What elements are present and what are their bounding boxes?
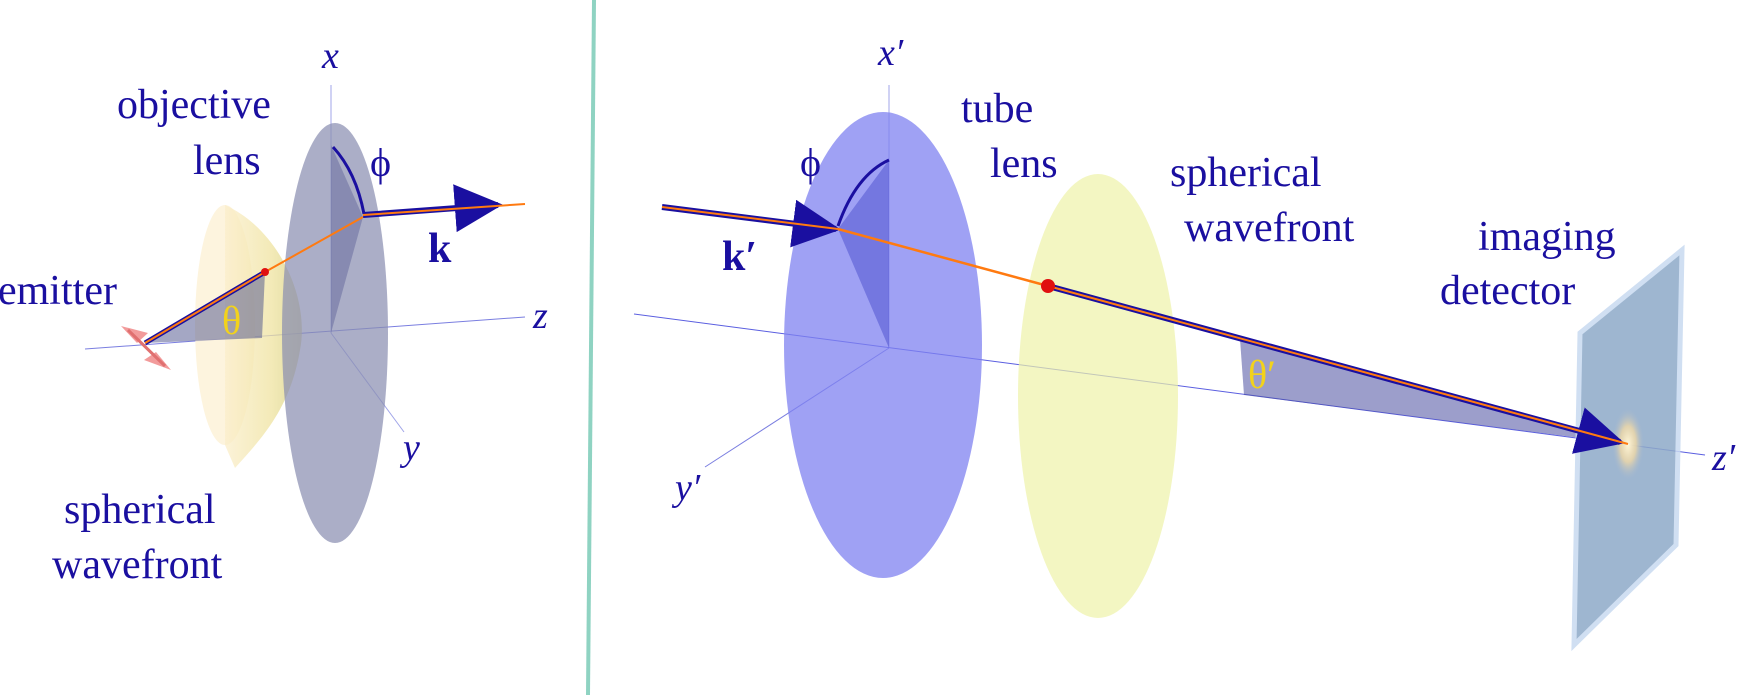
left-ray-mid <box>264 216 364 273</box>
left-phi-cone <box>331 145 363 333</box>
right-phi-arc <box>836 158 890 227</box>
right-phi-cone <box>838 160 889 348</box>
left-ray-k-core <box>362 203 526 216</box>
right-axis-y-label: y′ <box>671 467 701 509</box>
objective-lens-label-2: lens <box>193 138 261 184</box>
detector-label-2: detector <box>1440 268 1575 314</box>
right-wavefront-label-1: spherical <box>1170 150 1322 196</box>
panel-divider <box>586 0 596 695</box>
emitter-label: emitter <box>0 268 117 314</box>
left-k-label: k <box>428 226 452 272</box>
right-axis-x-label: x′ <box>877 32 904 74</box>
right-theta-label: θ′ <box>1248 352 1276 397</box>
imaging-detector <box>1571 244 1685 652</box>
objective-lens-disc <box>282 123 388 543</box>
left-axis-y-label: y <box>399 427 420 469</box>
right-ray-out-core <box>1047 285 1629 445</box>
objective-lens-label-1: objective <box>117 82 271 128</box>
emitter-dipole <box>121 326 171 370</box>
left-wavefront-label-2: wavefront <box>52 542 223 588</box>
left-ray-inner-core <box>144 271 266 344</box>
tube-lens-label-1: tube <box>961 86 1033 132</box>
right-ray-mid <box>837 227 1049 288</box>
right-axis-z-label: z′ <box>1711 437 1736 479</box>
left-phi-arc <box>331 145 366 215</box>
left-ray-point <box>261 268 269 276</box>
left-theta-label: θ <box>222 298 241 343</box>
detector-label-1: imaging <box>1478 214 1616 260</box>
right-phi-label: ϕ <box>800 140 821 185</box>
right-spherical-wavefront <box>1018 174 1178 618</box>
left-axis-x-label: x <box>321 35 339 77</box>
left-phi-label: ϕ <box>370 140 391 185</box>
right-wavefront-label-2: wavefront <box>1184 205 1355 251</box>
left-wavefront-label-1: spherical <box>64 487 216 533</box>
right-ray-point <box>1041 279 1055 293</box>
right-panel: x′ z′ y′ tube lens spherical wavefront i… <box>633 32 1736 652</box>
left-panel: x z y objective lens emitter spherical w… <box>0 35 548 588</box>
right-k-label: k′ <box>722 234 757 280</box>
tube-lens-label-2: lens <box>990 141 1058 187</box>
left-axis-z-label: z <box>532 295 548 337</box>
right-ray-k-core <box>661 206 839 230</box>
